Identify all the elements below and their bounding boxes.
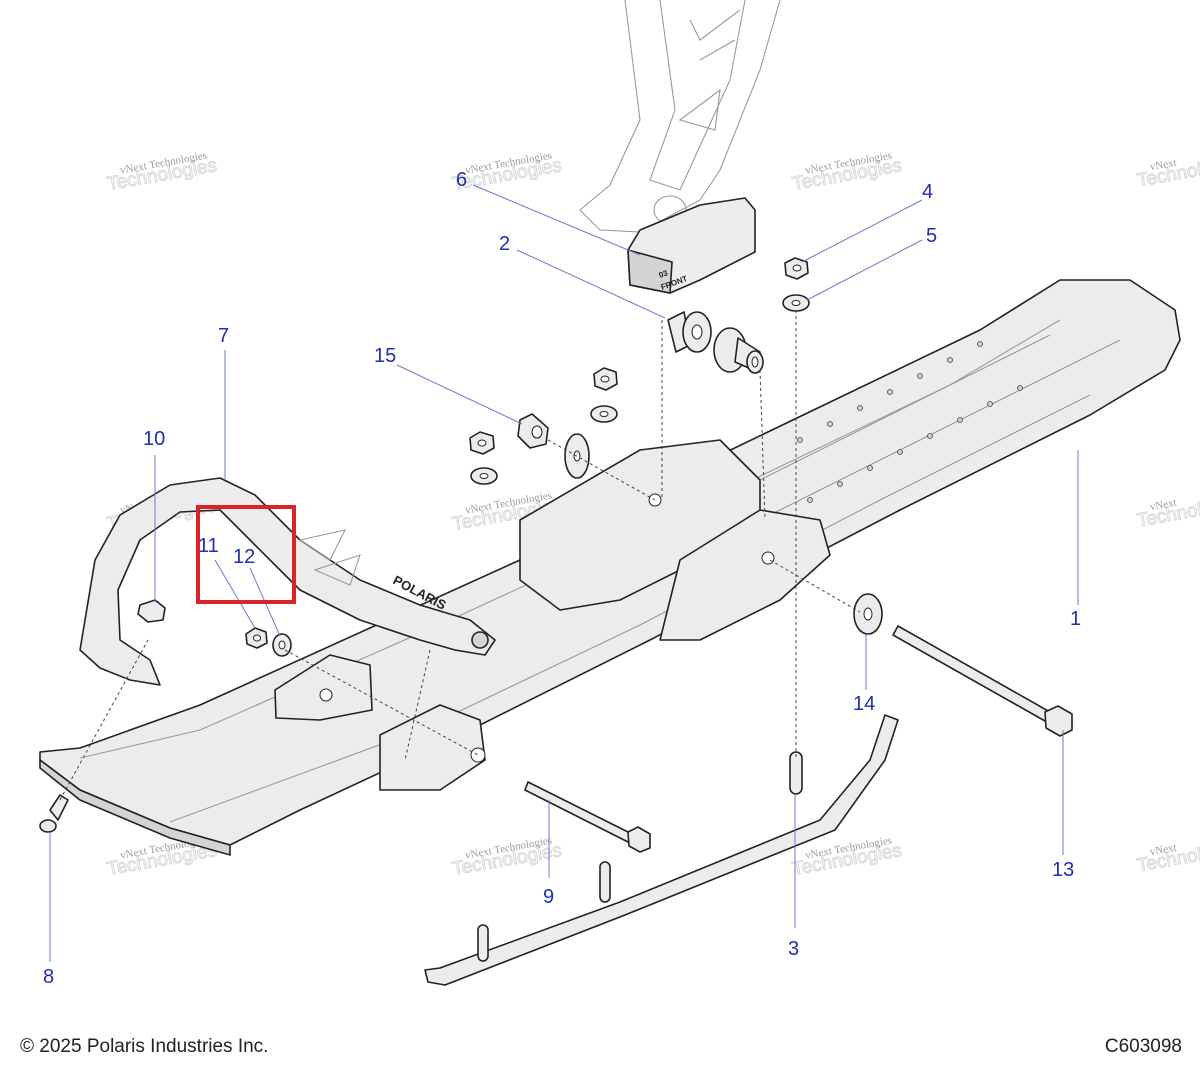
- callouts: 1 2 3 4 5 6 7 8 9 10 11 12 13 14 15: [43, 169, 1081, 988]
- callout-4[interactable]: 4: [922, 181, 933, 203]
- watermark: Technologies vNext Technologies: [450, 835, 564, 881]
- watermark: Technologies vNext Technologies: [790, 150, 904, 196]
- assembly-lines: [59, 310, 861, 801]
- svg-text:vNext: vNext: [1149, 842, 1178, 858]
- callout-11[interactable]: 11: [198, 535, 219, 557]
- bushing: [713, 327, 764, 374]
- washer: [470, 467, 498, 485]
- svg-text:vNext: vNext: [1149, 497, 1178, 513]
- callout-2[interactable]: 2: [499, 233, 510, 255]
- callout-6[interactable]: 6: [456, 169, 467, 191]
- bolt-9: [524, 781, 651, 853]
- washer: [564, 433, 590, 479]
- washer: [853, 593, 883, 635]
- bolt-13: [892, 625, 1073, 737]
- spindle-label: 03: [658, 268, 670, 280]
- leader-lines: [49, 184, 1079, 962]
- suspension-strut: [579, 0, 781, 233]
- nut: [469, 431, 495, 455]
- bushing: [137, 599, 166, 623]
- callout-13[interactable]: 13: [1052, 859, 1074, 881]
- callout-8[interactable]: 8: [43, 966, 54, 988]
- washer: [782, 294, 810, 312]
- callout-9[interactable]: 9: [543, 886, 554, 908]
- watermark: Technologies vNext: [1135, 836, 1200, 877]
- callout-3[interactable]: 3: [788, 938, 799, 960]
- watermark: Technologies vNext Technologies: [105, 150, 219, 196]
- callout-10[interactable]: 10: [143, 428, 165, 450]
- bushing: [667, 311, 712, 353]
- bushing: [517, 413, 549, 449]
- highlight-box: [196, 505, 296, 604]
- hardware: [137, 257, 883, 657]
- copyright-notice: © 2025 Polaris Industries Inc.: [20, 1036, 269, 1057]
- ski-saddle: [274, 439, 831, 791]
- wear-bar: [424, 714, 899, 986]
- svg-text:vNext: vNext: [1149, 157, 1178, 173]
- watermark: Technologies vNext: [1135, 151, 1200, 192]
- callout-12[interactable]: 12: [233, 546, 255, 568]
- spindle: 03 FRONT: [627, 197, 756, 294]
- callout-1[interactable]: 1: [1070, 608, 1081, 630]
- callout-5[interactable]: 5: [926, 225, 937, 247]
- nut: [245, 627, 268, 649]
- ski-holes: [797, 341, 1023, 503]
- nut: [593, 367, 618, 391]
- callout-7[interactable]: 7: [218, 325, 229, 347]
- washer: [272, 633, 292, 657]
- callout-14[interactable]: 14: [853, 693, 875, 715]
- callout-15[interactable]: 15: [374, 345, 396, 367]
- bolt-8: [39, 794, 69, 833]
- washer: [590, 405, 618, 423]
- drawing-number: C603098: [1104, 1036, 1182, 1057]
- nut: [784, 257, 809, 280]
- watermark: Technologies vNext: [1135, 491, 1200, 532]
